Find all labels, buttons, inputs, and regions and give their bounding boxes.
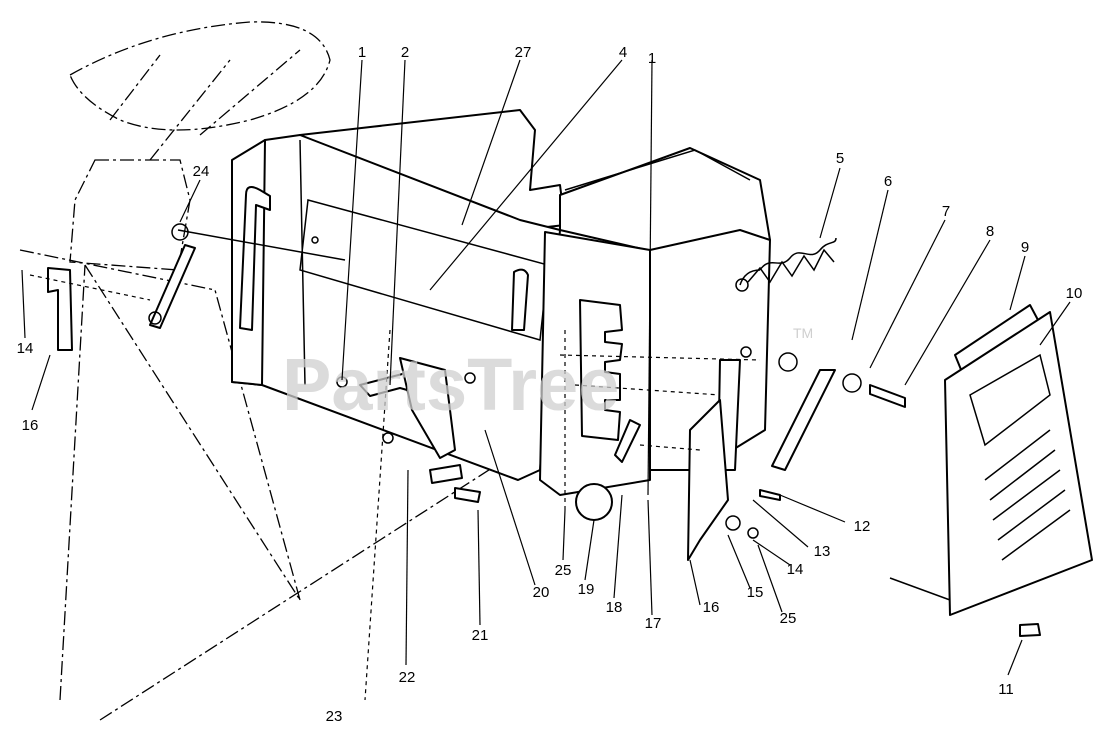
callout-2: 2: [401, 44, 409, 61]
callout-17: 17: [645, 615, 662, 632]
alignment-lines: [29, 274, 761, 701]
callout-19: 19: [578, 581, 595, 598]
callout-8: 8: [986, 223, 994, 240]
center-hardware: [336, 357, 481, 503]
callout-14-left: 14: [17, 340, 34, 357]
callout-9: 9: [1021, 239, 1029, 256]
callout-1-right: 1: [648, 50, 656, 67]
leader-lines: [21, 59, 1071, 676]
dash-panel-housing: [231, 109, 566, 481]
callout-21: 21: [472, 627, 489, 644]
callout-16-right: 16: [703, 599, 720, 616]
right-hardware: [725, 346, 1041, 637]
return-spring: [735, 237, 837, 292]
callout-25-right: 25: [780, 610, 797, 627]
callout-15: 15: [747, 584, 764, 601]
callout-16-left: 16: [22, 417, 39, 434]
left-bracket: [47, 223, 346, 351]
callout-27: 27: [515, 44, 532, 61]
callout-10: 10: [1066, 285, 1083, 302]
callout-23: 23: [326, 708, 343, 725]
callout-14-right: 14: [787, 561, 804, 578]
watermark-trademark: TM: [793, 325, 813, 341]
shift-gate: [575, 299, 641, 521]
callout-5: 5: [836, 150, 844, 167]
callout-4: 4: [619, 44, 627, 61]
steering-wheel-ghost: [19, 21, 521, 721]
callout-18: 18: [606, 599, 623, 616]
callout-24: 24: [193, 163, 210, 180]
rear-cover-panel: [889, 304, 1093, 616]
callout-11: 11: [998, 681, 1014, 698]
callout-6: 6: [884, 173, 892, 190]
linkage-rods: [687, 359, 836, 561]
callout-labels: 1 2 27 4 1 5 6 7 8 9 10 24 14 16 12 13 1…: [17, 44, 1083, 725]
callout-13: 13: [814, 543, 831, 560]
callout-7: 7: [942, 203, 950, 220]
callout-1: 1: [358, 44, 366, 61]
callout-20: 20: [533, 584, 550, 601]
callout-12: 12: [854, 518, 871, 535]
watermark: PartsTree: [282, 343, 619, 426]
callout-22: 22: [399, 669, 416, 686]
callout-25-left: 25: [555, 562, 572, 579]
